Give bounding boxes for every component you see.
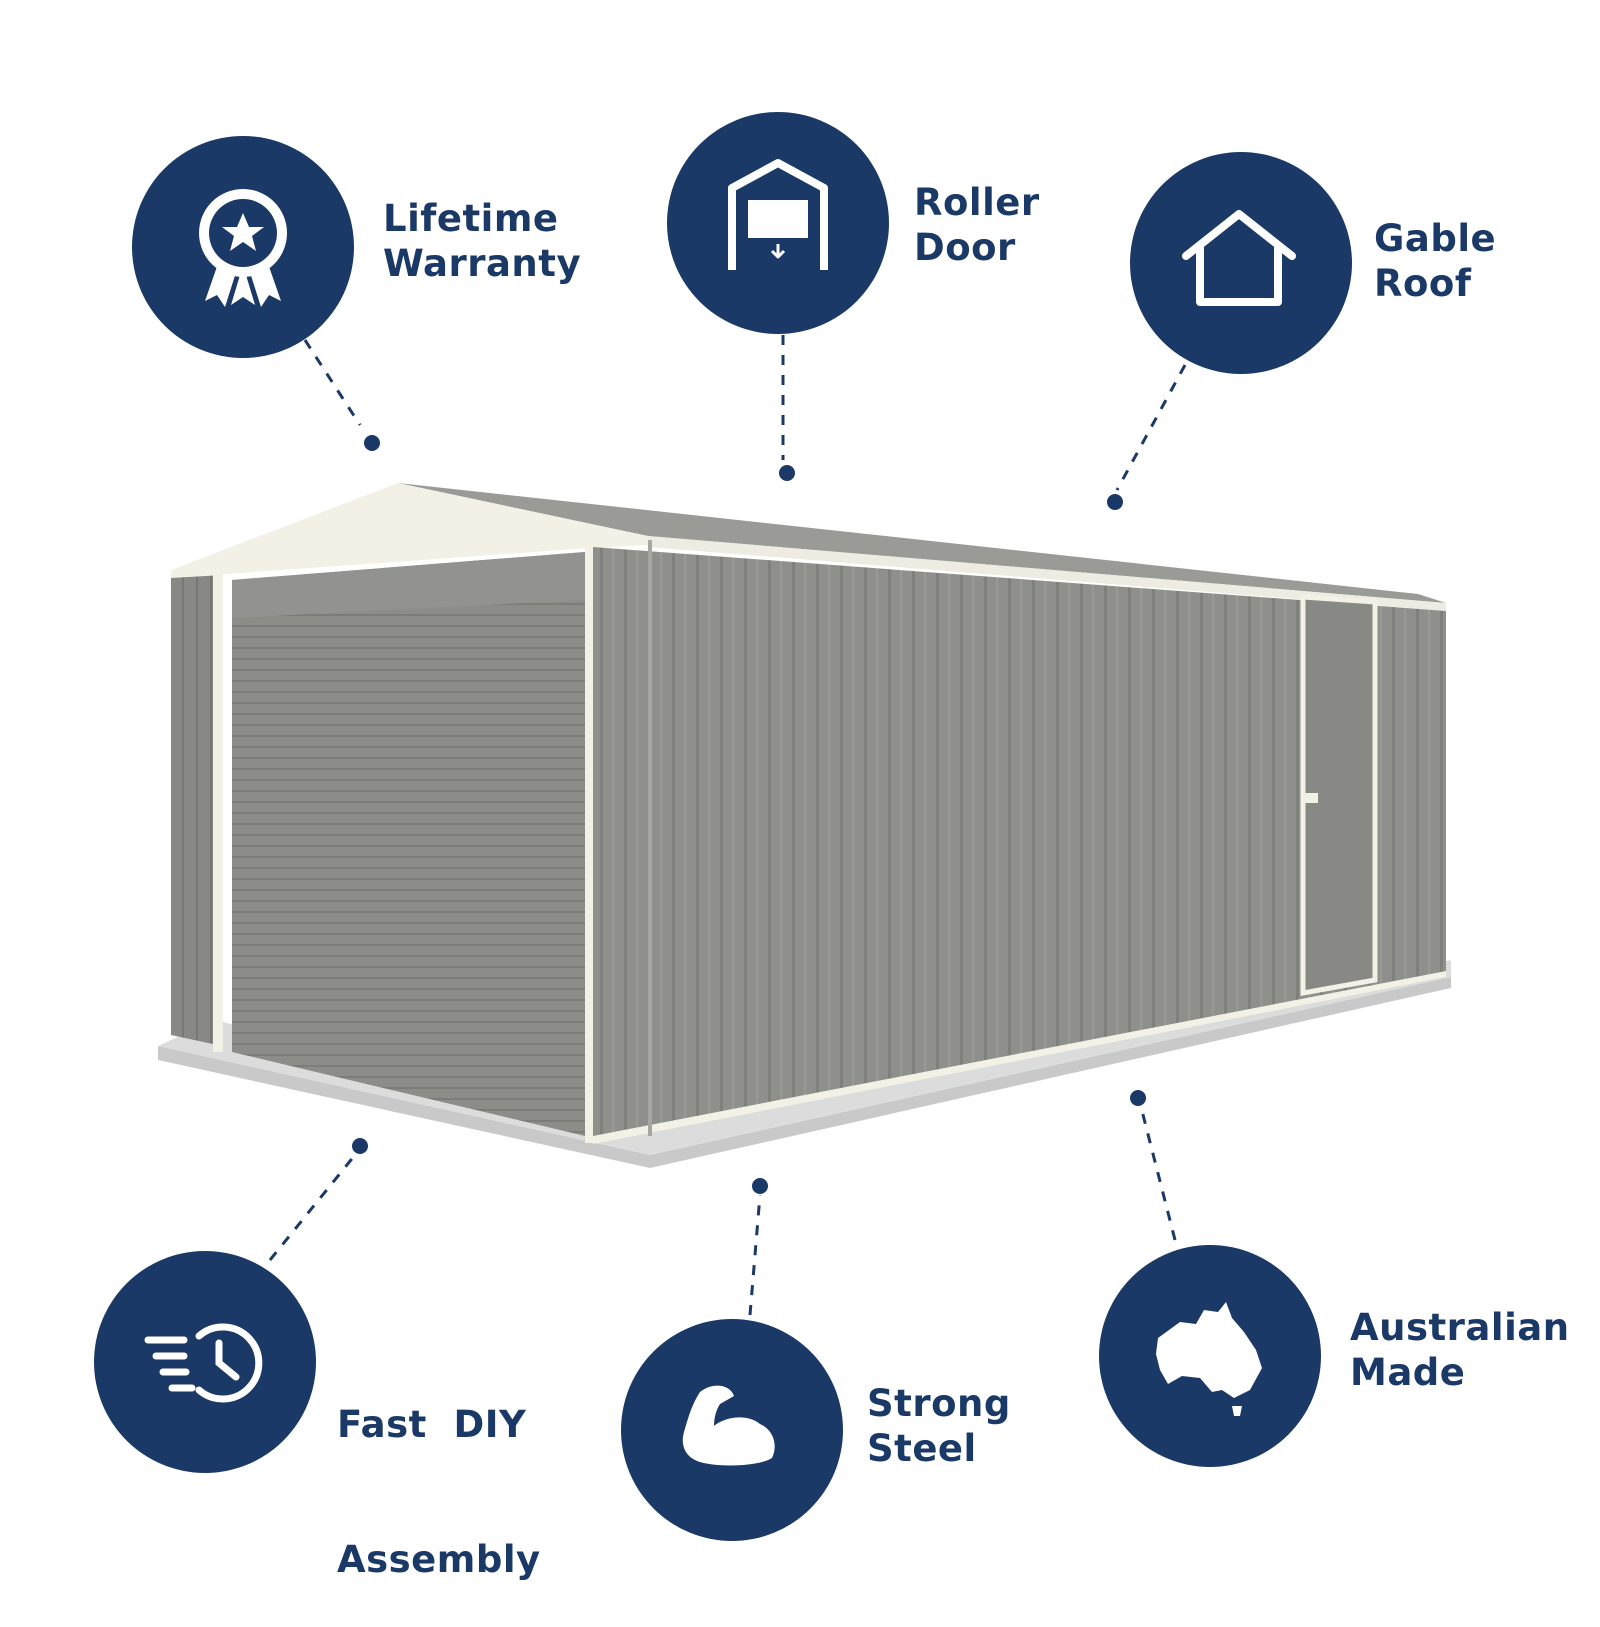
shed-illustration — [158, 483, 1451, 1168]
label-fast-diy-assembly: Fast DIY Assembly — [337, 1312, 541, 1627]
label-fast-diy-assembly-line2: Assembly — [337, 1538, 541, 1581]
label-roller-door-line1: Roller — [914, 181, 1040, 224]
roof-slope — [398, 483, 1446, 603]
award-ribbon-icon — [199, 189, 287, 307]
badge-roller-door — [667, 112, 889, 334]
gable-roof-house-icon — [1182, 210, 1296, 306]
door-frame-right — [585, 545, 593, 1143]
australia-map-icon — [1156, 1302, 1262, 1416]
roller-door-header — [232, 552, 585, 618]
dot-gable-roof — [1107, 494, 1123, 510]
concrete-slab — [158, 977, 1451, 1168]
label-strong-steel-line2: Steel — [867, 1427, 977, 1470]
connector-warranty — [303, 339, 362, 426]
label-australian-made: Australian Made — [1350, 1305, 1570, 1395]
badge-australian-made — [1099, 1245, 1321, 1467]
connector-steel — [748, 1194, 762, 1316]
badge-fast-diy-assembly — [94, 1251, 316, 1473]
dot-warranty — [364, 435, 380, 451]
connector-assembly — [268, 1154, 357, 1261]
door-frame-left — [213, 572, 223, 1052]
roof-edge-trim — [648, 536, 1446, 611]
roller-door — [232, 552, 585, 1136]
front-wall-left — [171, 575, 222, 1046]
badge-lifetime-warranty — [132, 136, 354, 358]
badge-strong-steel — [621, 1319, 843, 1541]
label-fast-diy-assembly-line1: Fast DIY — [337, 1403, 527, 1446]
dot-steel — [752, 1178, 768, 1194]
flexed-arm-icon — [682, 1385, 775, 1466]
label-gable-roof: Gable Roof — [1374, 216, 1496, 306]
label-australian-made-line2: Made — [1350, 1351, 1466, 1394]
label-australian-made-line1: Australian — [1350, 1306, 1570, 1349]
label-lifetime-warranty-line1: Lifetime — [383, 197, 559, 240]
label-roller-door-line2: Door — [914, 226, 1016, 269]
label-strong-steel: Strong Steel — [867, 1381, 1011, 1471]
door-handle — [1302, 793, 1318, 803]
badge-gable-roof — [1130, 152, 1352, 374]
label-gable-roof-line1: Gable — [1374, 217, 1497, 260]
label-lifetime-warranty-line2: Warranty — [383, 242, 582, 285]
side-access-door — [1300, 594, 1378, 996]
dot-australian — [1130, 1090, 1146, 1106]
dot-roller-door — [779, 465, 795, 481]
label-roller-door: Roller Door — [914, 180, 1040, 270]
front-gable — [171, 483, 648, 578]
connector-australian — [1138, 1102, 1177, 1241]
side-wall-bottom-trim — [593, 971, 1446, 1144]
dot-assembly — [352, 1138, 368, 1154]
label-gable-roof-line2: Roof — [1374, 262, 1472, 305]
side-wall — [593, 547, 1446, 1142]
label-strong-steel-line1: Strong — [867, 1382, 1011, 1425]
label-lifetime-warranty: Lifetime Warranty — [383, 196, 581, 286]
connectors — [268, 335, 1187, 1316]
roller-door-icon — [728, 159, 828, 270]
fast-clock-icon — [144, 1323, 263, 1403]
corner-line — [648, 540, 652, 1136]
connector-dots — [352, 435, 1146, 1194]
connector-gable-roof — [1115, 364, 1187, 491]
